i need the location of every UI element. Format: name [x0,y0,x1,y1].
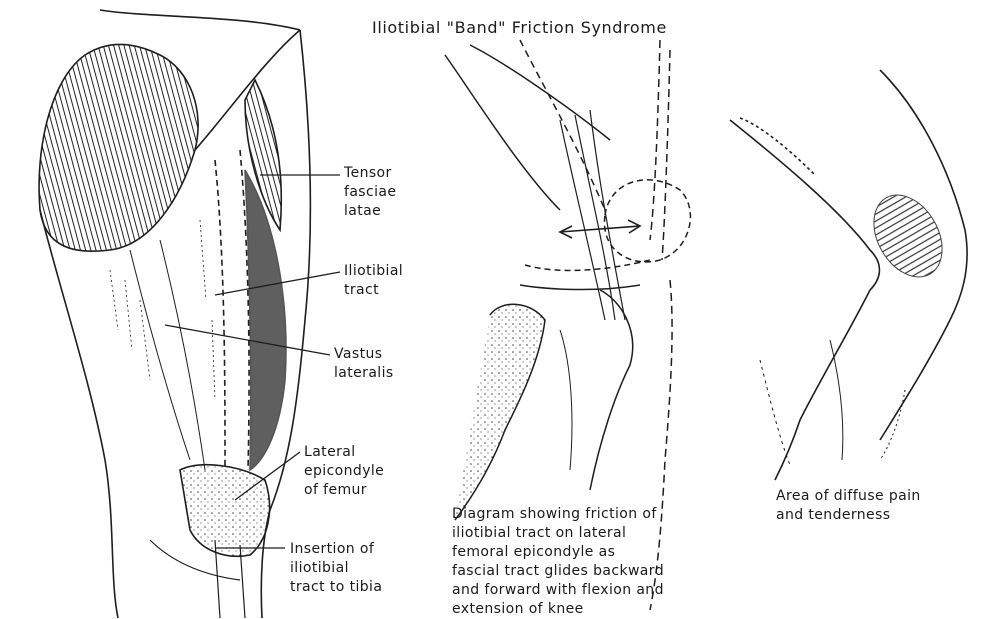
knee-region [180,465,270,556]
label-iliotibial-tract: Iliotibial tract [344,262,403,300]
figure-title: Iliotibial "Band" Friction Syndrome [372,18,667,37]
thigh-outline [40,210,118,618]
caption-pain-area: Area of diffuse pain and tenderness [776,487,921,525]
pain-area-hatch [860,183,956,289]
thigh-illustration [39,10,310,618]
label-tensor-fasciae-latae: Tensor fasciae latae [344,164,396,221]
shin-contour [775,290,870,480]
label-lateral-epicondyle: Lateral epicondyle of femur [304,443,384,500]
leader-vastus [165,325,330,355]
friction-arrow-line [560,226,640,232]
label-vastus-lateralis: Vastus lateralis [334,345,394,383]
pain-area-illustration [730,70,967,480]
epicondyle-outline [604,180,690,262]
femur-outline [445,45,610,210]
caption-friction-diagram: Diagram showing friction of iliotibial t… [452,505,664,619]
knee-curve [880,320,950,440]
iliotibial-tract-band [215,150,249,470]
thigh-contour-right [730,120,879,290]
label-insertion: Insertion of iliotibial tract to tibia [290,540,382,597]
tibia-outline [455,304,545,520]
gluteal-region [39,44,198,251]
